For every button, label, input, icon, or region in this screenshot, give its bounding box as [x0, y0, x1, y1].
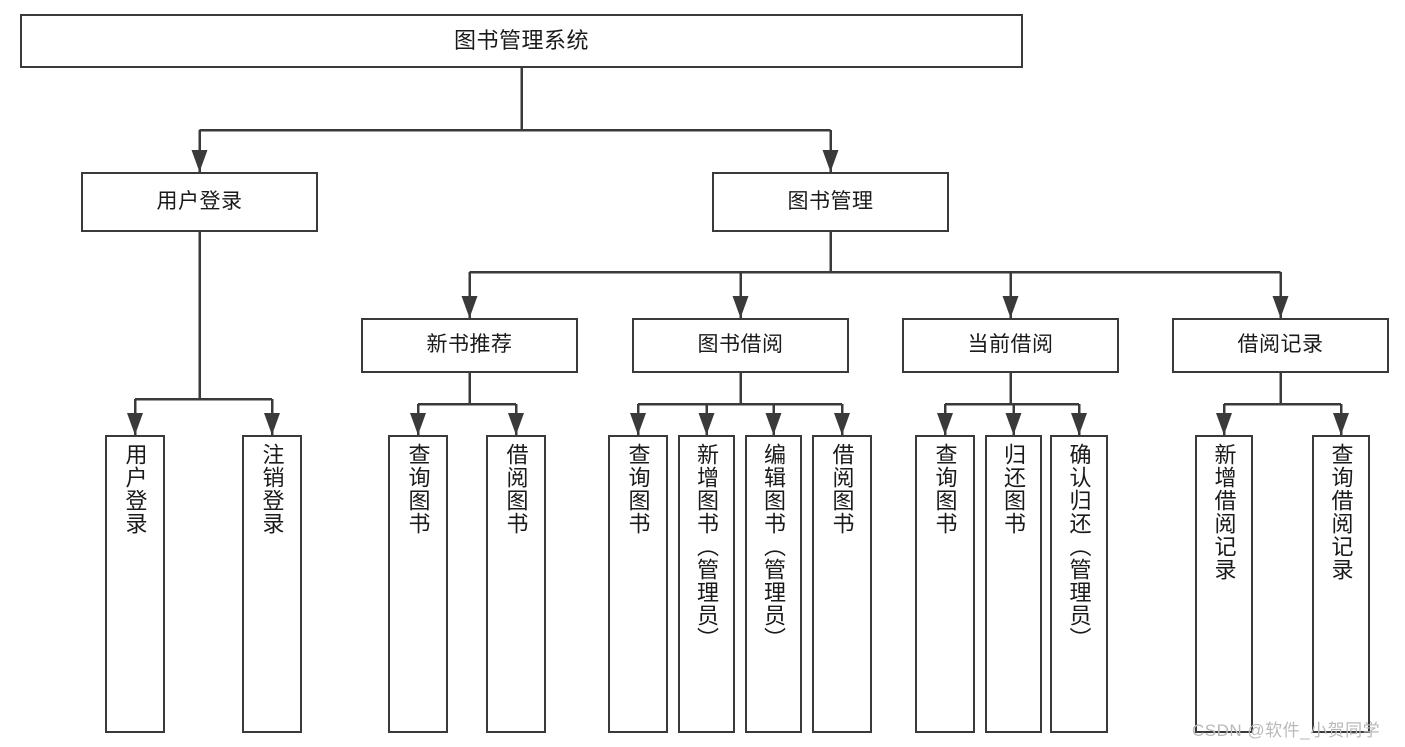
- node-label-leaf-query-book-1: 查询图书: [405, 443, 431, 535]
- node-label-leaf-add-book: 新增图书（管理员）: [694, 443, 720, 650]
- node-label-leaf-query-record: 查询借阅记录: [1328, 443, 1354, 581]
- node-borrow-record[interactable]: 借阅记录: [1172, 318, 1389, 373]
- node-leaf-user-logout[interactable]: 注销登录: [242, 435, 302, 733]
- node-leaf-add-book[interactable]: 新增图书（管理员）: [678, 435, 735, 733]
- arrowhead-icon: [630, 413, 646, 435]
- node-label-leaf-return-book: 归还图书: [1001, 443, 1027, 535]
- arrowhead-icon: [937, 413, 953, 435]
- node-leaf-borrow-book-1[interactable]: 借阅图书: [486, 435, 546, 733]
- node-label-current-borrow: 当前借阅: [967, 333, 1054, 357]
- node-leaf-query-book-1[interactable]: 查询图书: [388, 435, 448, 733]
- node-new-book-rec[interactable]: 新书推荐: [361, 318, 578, 373]
- arrowhead-icon: [1333, 413, 1349, 435]
- node-leaf-query-record[interactable]: 查询借阅记录: [1312, 435, 1370, 733]
- node-label-new-book-rec: 新书推荐: [426, 333, 513, 357]
- node-leaf-user-login[interactable]: 用户登录: [105, 435, 165, 733]
- node-current-borrow[interactable]: 当前借阅: [902, 318, 1119, 373]
- node-label-borrow-record: 借阅记录: [1237, 333, 1324, 357]
- node-book-management[interactable]: 图书管理: [712, 172, 949, 232]
- arrowhead-icon: [1071, 413, 1087, 435]
- node-label-leaf-edit-book: 编辑图书（管理员）: [761, 443, 787, 650]
- arrowhead-icon: [698, 413, 715, 435]
- node-leaf-add-record[interactable]: 新增借阅记录: [1195, 435, 1253, 733]
- node-leaf-query-book-3[interactable]: 查询图书: [915, 435, 975, 733]
- arrowhead-icon: [264, 413, 280, 435]
- node-label-leaf-borrow-book-1: 借阅图书: [503, 443, 529, 535]
- node-leaf-borrow-book-2[interactable]: 借阅图书: [812, 435, 872, 733]
- node-leaf-return-book[interactable]: 归还图书: [985, 435, 1042, 733]
- arrowhead-icon: [1002, 296, 1019, 318]
- node-root[interactable]: 图书管理系统: [20, 14, 1023, 68]
- node-label-leaf-user-logout: 注销登录: [259, 443, 285, 535]
- node-label-book-borrow: 图书借阅: [697, 333, 784, 357]
- node-label-leaf-query-book-3: 查询图书: [932, 443, 958, 535]
- node-leaf-query-book-2[interactable]: 查询图书: [608, 435, 668, 733]
- node-leaf-edit-book[interactable]: 编辑图书（管理员）: [745, 435, 802, 733]
- node-leaf-confirm-return[interactable]: 确认归还（管理员）: [1050, 435, 1108, 733]
- node-label-leaf-query-book-2: 查询图书: [625, 443, 651, 535]
- node-label-leaf-add-record: 新增借阅记录: [1211, 443, 1237, 581]
- node-label-leaf-borrow-book-2: 借阅图书: [829, 443, 855, 535]
- arrowhead-icon: [732, 296, 749, 318]
- node-label-root: 图书管理系统: [453, 28, 589, 54]
- arrowhead-icon: [127, 413, 143, 435]
- csdn-watermark: CSDN @软件_小贺同学: [1192, 721, 1381, 740]
- node-book-borrow[interactable]: 图书借阅: [632, 318, 849, 373]
- arrowhead-icon: [410, 413, 426, 435]
- arrowhead-icon: [1272, 296, 1289, 318]
- node-label-book-management: 图书管理: [787, 189, 874, 213]
- arrowhead-icon: [1216, 413, 1232, 435]
- arrowhead-icon: [834, 413, 850, 435]
- node-label-leaf-user-login: 用户登录: [122, 443, 148, 535]
- node-user-login[interactable]: 用户登录: [81, 172, 318, 232]
- node-label-user-login: 用户登录: [156, 189, 243, 213]
- arrowhead-icon: [822, 150, 839, 172]
- arrowhead-icon: [191, 150, 208, 172]
- arrowhead-icon: [1005, 413, 1022, 435]
- arrowhead-icon: [461, 296, 478, 318]
- node-label-leaf-confirm-return: 确认归还（管理员）: [1066, 443, 1092, 650]
- arrowhead-icon: [508, 413, 524, 435]
- arrowhead-icon: [765, 413, 782, 435]
